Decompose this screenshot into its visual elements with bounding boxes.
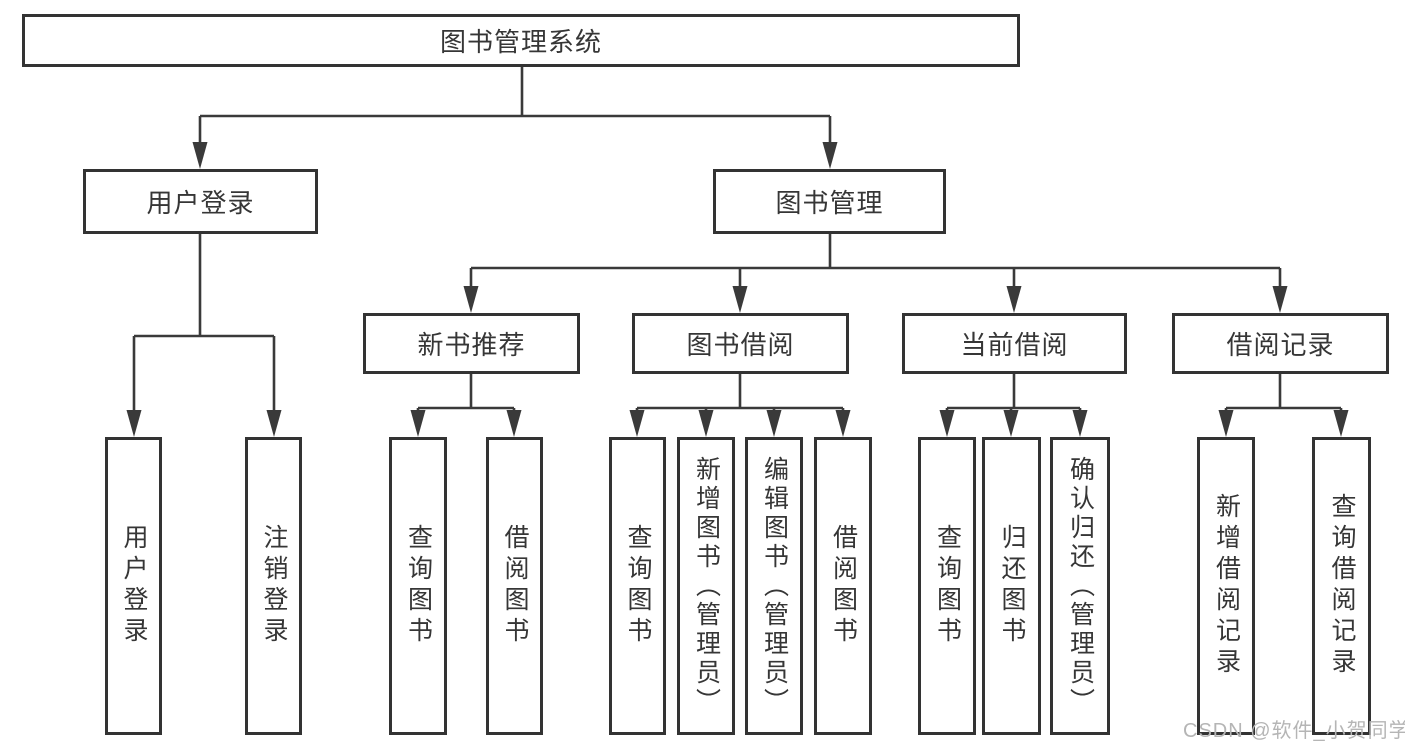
node-borrowing-records: 借阅记录 bbox=[1172, 313, 1389, 374]
arrowhead bbox=[266, 410, 282, 437]
arrowhead bbox=[1003, 410, 1019, 437]
arrowhead bbox=[822, 142, 838, 169]
arrowhead bbox=[766, 410, 782, 437]
leaf-logout-label: 注销登录 bbox=[260, 524, 288, 648]
node-library-management-system: 图书管理系统 bbox=[22, 14, 1020, 67]
leaf-nb-query-books: 查询图书 bbox=[389, 437, 447, 735]
arrowhead bbox=[698, 410, 714, 437]
leaf-cb-confirm-return-admin: 确认归还（管理员） bbox=[1050, 437, 1110, 735]
leaf-br-add-record: 新增借阅记录 bbox=[1197, 437, 1255, 735]
node-book-management: 图书管理 bbox=[713, 169, 946, 234]
leaf-cb-return-books-label: 归还图书 bbox=[998, 524, 1026, 648]
leaf-cb-query-books: 查询图书 bbox=[918, 437, 976, 735]
arrowhead bbox=[1333, 410, 1349, 437]
csdn-watermark: CSDN @软件_小贺同学 bbox=[1183, 720, 1405, 742]
leaf-bb-add-books-admin: 新增图书（管理员） bbox=[677, 437, 735, 735]
leaf-bb-borrow-books-label: 借阅图书 bbox=[829, 524, 858, 648]
arrowhead bbox=[1272, 286, 1288, 313]
leaf-user-login: 用户登录 bbox=[105, 437, 162, 735]
arrowhead bbox=[1006, 286, 1022, 313]
leaf-cb-confirm-return-admin-label: 确认归还（管理员） bbox=[1066, 455, 1095, 717]
leaf-bb-query-books-label: 查询图书 bbox=[624, 524, 652, 648]
leaf-br-query-record-label: 查询借阅记录 bbox=[1328, 493, 1356, 679]
arrowhead bbox=[463, 286, 479, 313]
arrowhead bbox=[939, 410, 955, 437]
leaf-logout: 注销登录 bbox=[245, 437, 302, 735]
arrowhead bbox=[1072, 410, 1088, 437]
leaf-user-login-label: 用户登录 bbox=[120, 524, 148, 648]
arrowhead bbox=[835, 410, 851, 437]
leaf-br-query-record: 查询借阅记录 bbox=[1312, 437, 1371, 735]
leaf-cb-query-books-label: 查询图书 bbox=[933, 524, 962, 648]
leaf-nb-borrow-books: 借阅图书 bbox=[486, 437, 543, 735]
arrowhead bbox=[192, 142, 208, 169]
leaf-br-add-record-label: 新增借阅记录 bbox=[1212, 493, 1241, 679]
leaf-bb-borrow-books: 借阅图书 bbox=[814, 437, 872, 735]
arrowhead bbox=[732, 286, 748, 313]
node-user-login: 用户登录 bbox=[83, 169, 318, 234]
arrowhead bbox=[1218, 410, 1234, 437]
node-new-book-recommendation: 新书推荐 bbox=[363, 313, 580, 374]
leaf-bb-query-books: 查询图书 bbox=[609, 437, 666, 735]
leaf-bb-edit-books-admin-label: 编辑图书（管理员） bbox=[760, 455, 789, 717]
leaf-nb-borrow-books-label: 借阅图书 bbox=[501, 524, 529, 648]
leaf-cb-return-books: 归还图书 bbox=[982, 437, 1041, 735]
arrowhead bbox=[410, 410, 426, 437]
node-current-borrowing: 当前借阅 bbox=[902, 313, 1127, 374]
leaf-bb-edit-books-admin: 编辑图书（管理员） bbox=[745, 437, 803, 735]
leaf-nb-query-books-label: 查询图书 bbox=[404, 524, 433, 648]
node-book-borrowing: 图书借阅 bbox=[632, 313, 849, 374]
leaf-bb-add-books-admin-label: 新增图书（管理员） bbox=[692, 455, 721, 717]
arrowhead bbox=[629, 410, 645, 437]
arrowhead bbox=[126, 410, 142, 437]
arrowhead bbox=[506, 410, 522, 437]
